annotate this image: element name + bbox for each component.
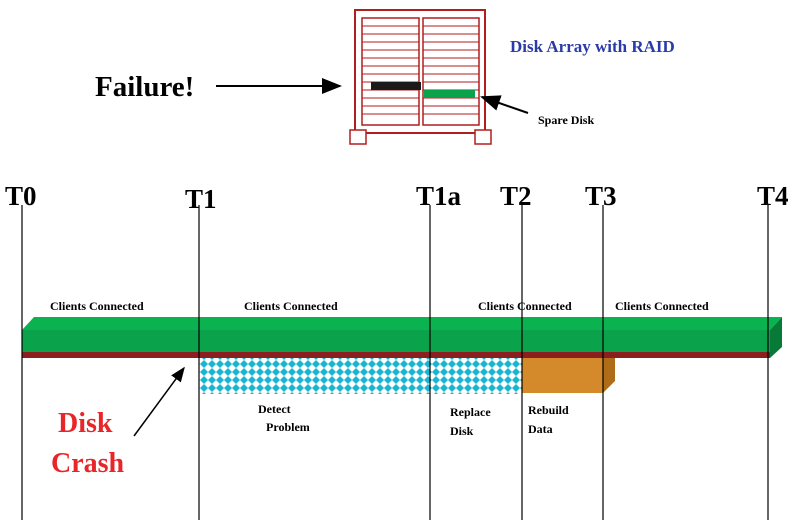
detect-replace-region: [199, 358, 522, 394]
replace-label-line2: Disk: [450, 424, 474, 438]
connected-label-2: Clients Connected: [244, 299, 338, 313]
time-label-t2: T2: [500, 181, 532, 211]
disk-array-cabinet: [350, 10, 491, 144]
replace-label-line1: Replace: [450, 405, 491, 419]
time-label-t1a: T1a: [416, 181, 462, 211]
time-label-t0: T0: [5, 181, 37, 211]
array-title: Disk Array with RAID: [510, 37, 675, 56]
crash-arrow: [134, 368, 184, 436]
rebuild-label-line1: Rebuild: [528, 403, 569, 417]
time-label-t3: T3: [585, 181, 617, 211]
time-label-t1: T1: [185, 184, 217, 214]
crash-label-line1: Disk: [58, 408, 113, 439]
failure-label: Failure!: [95, 71, 194, 103]
spare-arrow: [482, 97, 528, 113]
failed-disk: [371, 82, 421, 90]
detect-label-line1: Detect: [258, 402, 291, 416]
rebuild-region: [522, 358, 615, 393]
connected-label-3: Clients Connected: [478, 299, 572, 313]
timeline-baseline: [22, 352, 770, 358]
clients-connected-band: [22, 317, 782, 358]
detect-label-line2: Problem: [266, 420, 310, 434]
crash-label-line2: Crash: [51, 448, 125, 479]
time-label-t4: T4: [757, 181, 789, 211]
rebuild-label-line2: Data: [528, 422, 553, 436]
spare-label: Spare Disk: [538, 113, 594, 127]
spare-disk: [424, 90, 475, 98]
connected-label-1: Clients Connected: [50, 299, 144, 313]
connected-label-4: Clients Connected: [615, 299, 709, 313]
